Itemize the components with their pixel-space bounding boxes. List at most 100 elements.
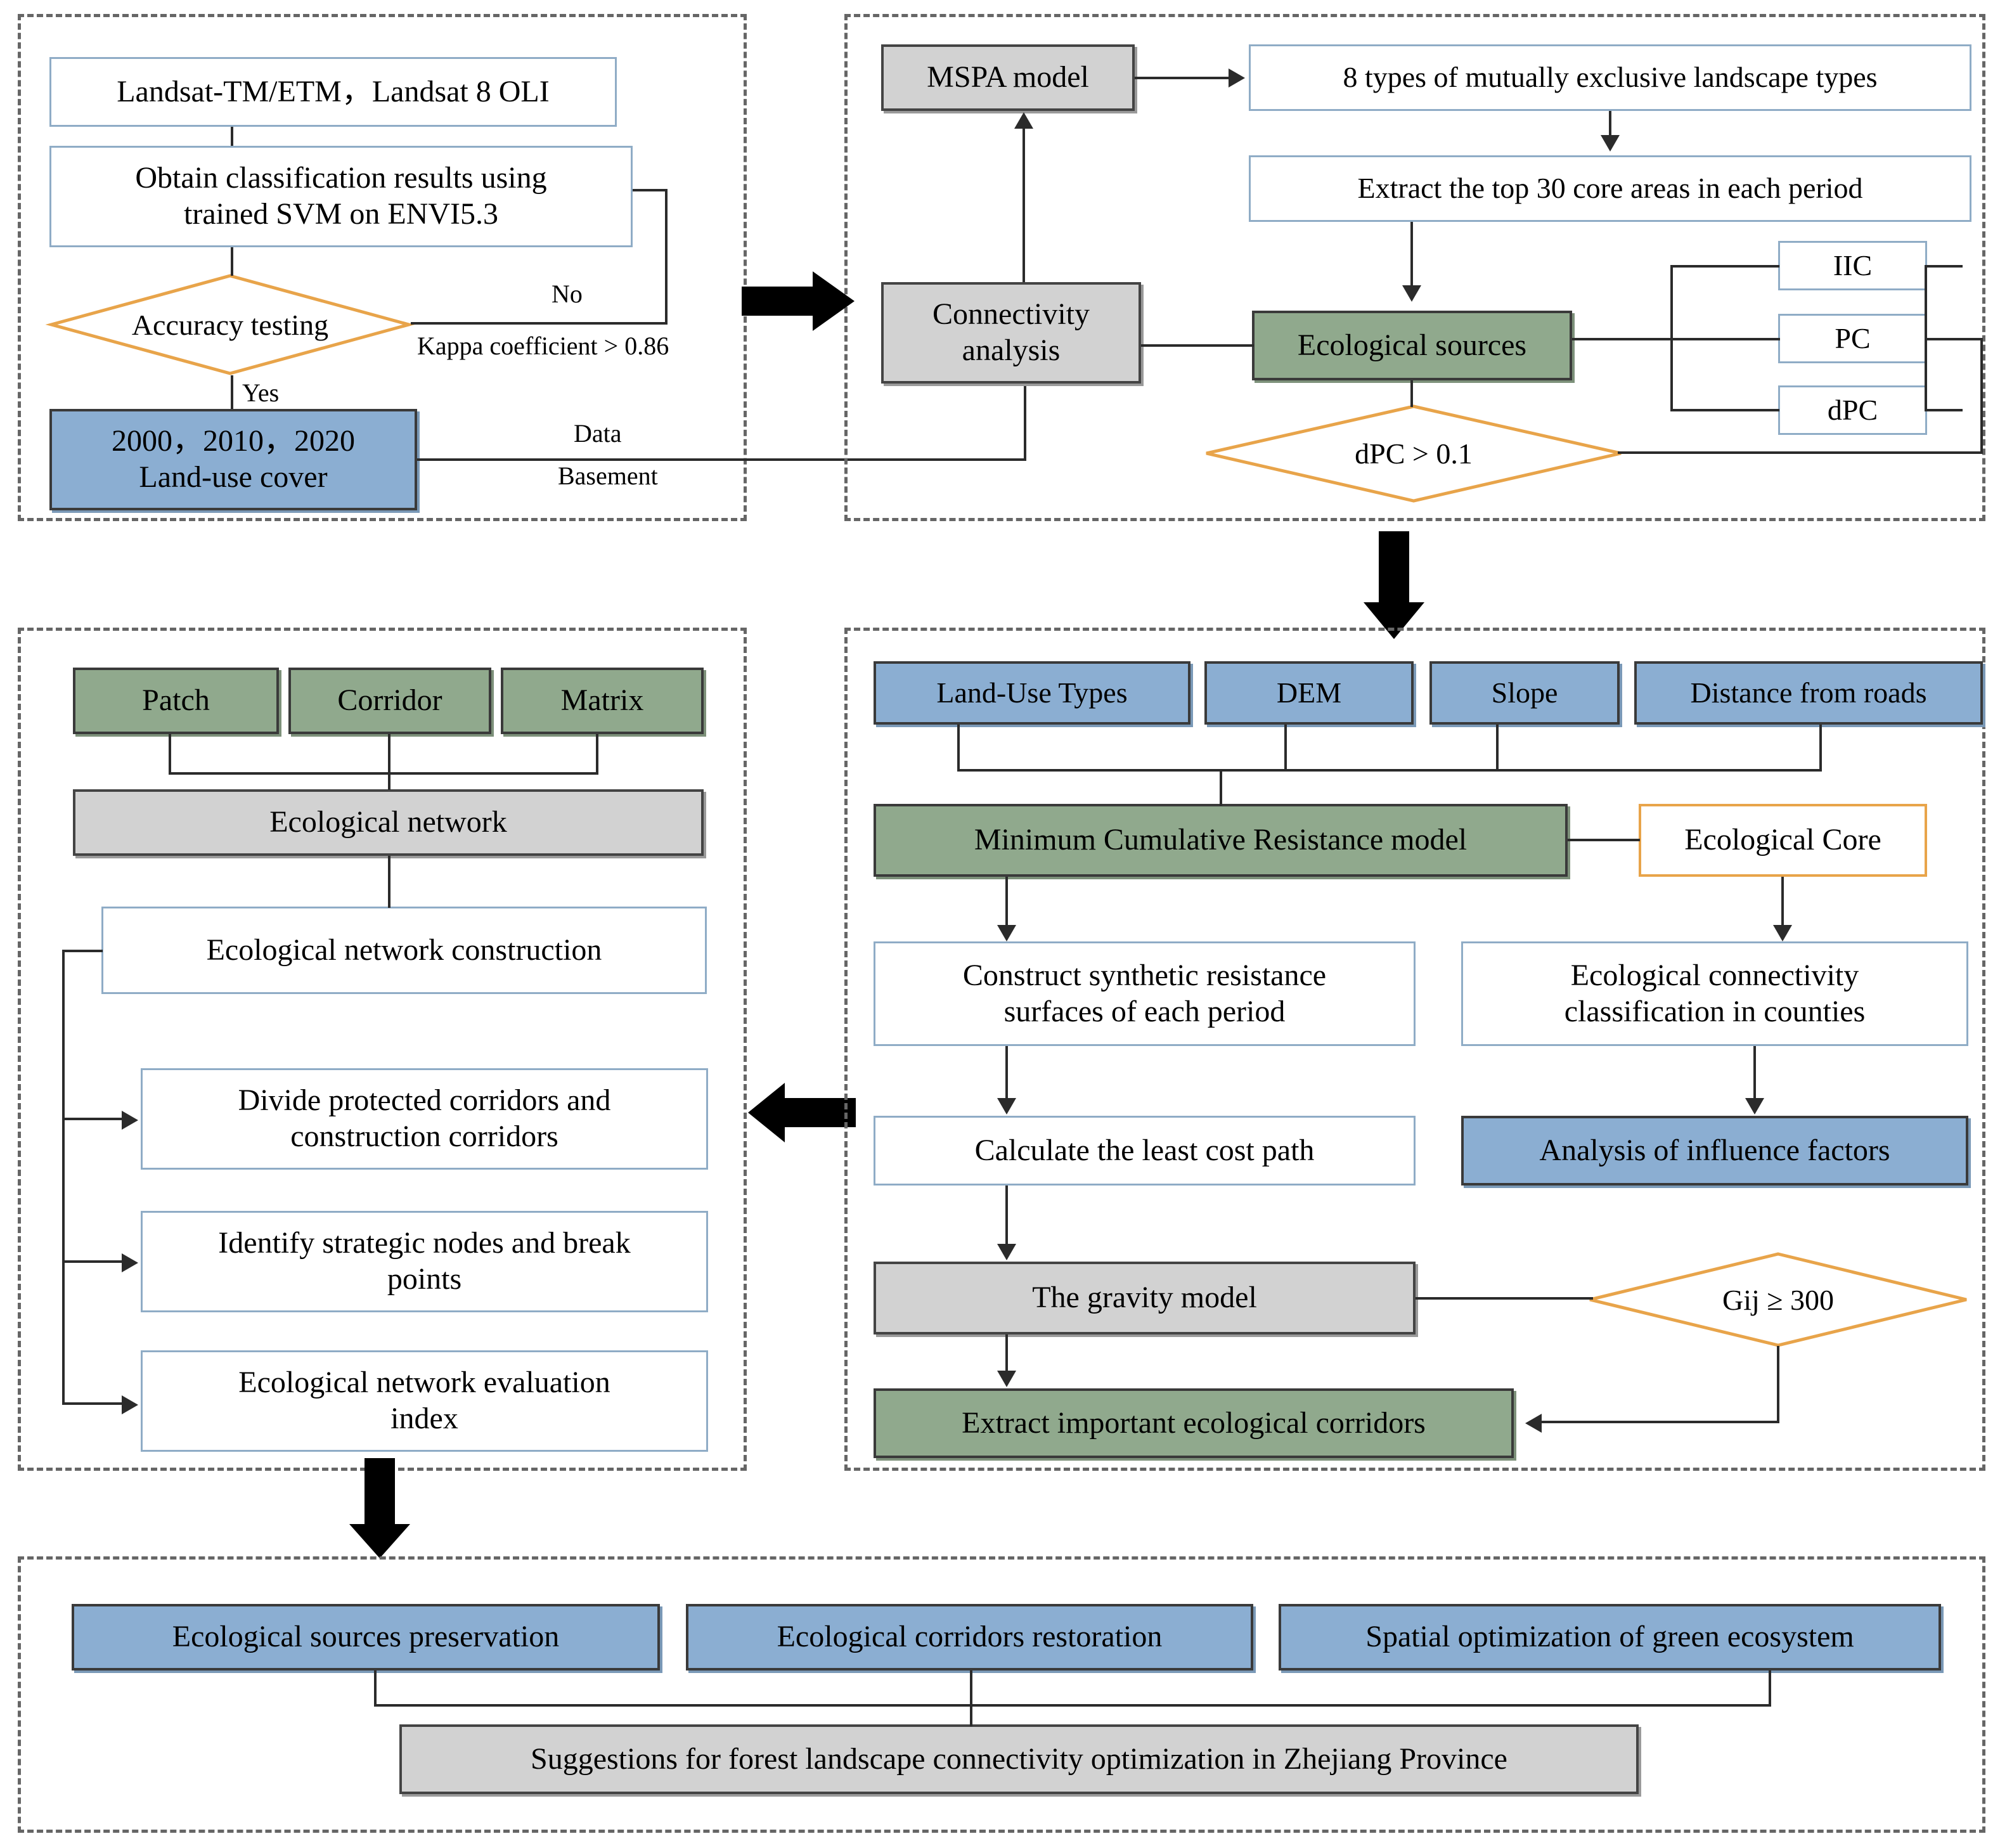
block-arrow-panel4-to-panel3 <box>747 1078 856 1147</box>
connector-connclass-to-influence <box>1753 1046 1756 1098</box>
connector-ecosources-to-indices <box>1572 338 1780 340</box>
connector-connectivity-to-ecosources <box>1141 344 1254 347</box>
connector-landuse-to-connectivity-up <box>1024 374 1026 461</box>
connector-ecocore-to-connclass <box>1781 877 1784 925</box>
node-connectivity-classification[interactable]: Ecological connectivity classification i… <box>1461 941 1968 1046</box>
connector-suggestion-bus <box>374 1704 1771 1707</box>
connector-svm-to-accuracy <box>231 247 233 276</box>
connector-bus-to-strategic <box>62 1260 122 1263</box>
connector-no-branch-horizontal <box>411 322 668 325</box>
connector-construction-to-bus <box>62 950 103 952</box>
connector-matrix-down <box>596 734 598 773</box>
panel-ecological-network <box>18 628 747 1471</box>
node-ecological-sources[interactable]: Ecological sources <box>1252 311 1572 380</box>
node-extract-corridors[interactable]: Extract important ecological corridors <box>874 1388 1514 1458</box>
node-matrix[interactable]: Matrix <box>501 668 704 734</box>
node-mcr-model[interactable]: Minimum Cumulative Resistance model <box>874 804 1568 877</box>
node-top30-core-areas[interactable]: Extract the top 30 core areas in each pe… <box>1249 155 1971 222</box>
arrowhead-ecocore-to-connclass <box>1773 925 1792 941</box>
connector-bus-to-evalindex <box>62 1402 122 1405</box>
node-least-cost-path[interactable]: Calculate the least cost path <box>874 1116 1416 1186</box>
node-gravity-model[interactable]: The gravity model <box>874 1262 1416 1334</box>
node-evaluation-index[interactable]: Ecological network evaluation index <box>141 1350 708 1452</box>
node-ecological-core[interactable]: Ecological Core <box>1639 804 1927 877</box>
connector-eighttypes-to-top30 <box>1609 111 1611 135</box>
connector-bus-to-iic <box>1670 265 1779 268</box>
connector-leastcost-to-gravity <box>1005 1186 1008 1244</box>
connector-dem-down <box>1284 725 1287 770</box>
node-dpc-gate[interactable]: dPC > 0.1 <box>1204 404 1623 503</box>
connector-gij-down <box>1777 1346 1779 1423</box>
node-dpc[interactable]: dPC <box>1778 385 1927 435</box>
connector-landuse-down <box>957 725 960 770</box>
arrowhead-connectivity-to-mspa <box>1014 112 1033 129</box>
arrowhead-top30-to-ecosources <box>1402 285 1421 302</box>
connector-mcr-to-ecocore <box>1568 839 1640 841</box>
node-spatial-optimization[interactable]: Spatial optimization of green ecosystem <box>1279 1604 1941 1670</box>
arrowhead-gij-to-extract <box>1525 1414 1542 1433</box>
block-arrow-panel2-to-panel4 <box>1360 531 1429 640</box>
connector-landuse-to-connectivity <box>417 458 1026 461</box>
node-sources-preservation[interactable]: Ecological sources preservation <box>72 1604 660 1670</box>
connector-gravity-to-extract <box>1005 1334 1008 1371</box>
node-dem[interactable]: DEM <box>1204 661 1414 725</box>
arrowhead-bus-to-evalindex <box>122 1395 138 1414</box>
connector-right-bus-down <box>1980 338 1983 454</box>
node-landsat[interactable]: Landsat-TM/ETM，Landsat 8 OLI <box>49 57 617 127</box>
node-gij-gate[interactable]: Gij ≥ 300 <box>1588 1252 1968 1347</box>
connector-right-bus-to-dpcgate <box>1618 451 1983 454</box>
panel-suggestions <box>18 1556 1985 1833</box>
connector-no-branch-to-svm <box>633 189 668 191</box>
node-dpc-gate-label: dPC > 0.1 <box>1355 437 1473 470</box>
connector-dpc-to-right-bus <box>1925 409 1963 411</box>
node-corridor[interactable]: Corridor <box>288 668 491 734</box>
connector-patch-down <box>169 734 171 773</box>
arrowhead-leastcost-to-gravity <box>997 1244 1016 1260</box>
connector-top30-to-ecosources <box>1410 222 1413 285</box>
connector-gij-to-extract <box>1542 1421 1778 1423</box>
connector-landsat-to-svm <box>231 127 233 146</box>
connector-bus-to-dpc <box>1670 409 1779 411</box>
connector-factor-bus-to-mcr <box>1220 769 1222 806</box>
node-divide-corridors[interactable]: Divide protected corridors and construct… <box>141 1068 708 1170</box>
node-land-use-types[interactable]: Land-Use Types <box>874 661 1190 725</box>
node-connectivity-analysis[interactable]: Connectivity analysis <box>881 282 1141 384</box>
node-influence-factors[interactable]: Analysis of influence factors <box>1461 1116 1968 1186</box>
node-synthetic-resistance[interactable]: Construct synthetic resistance surfaces … <box>874 941 1416 1046</box>
node-svm[interactable]: Obtain classification results using trai… <box>49 146 633 247</box>
block-arrow-panel1-to-panel2 <box>742 266 856 336</box>
node-mspa-model[interactable]: MSPA model <box>881 44 1135 111</box>
node-strategic-nodes[interactable]: Identify strategic nodes and break point… <box>141 1211 708 1312</box>
block-arrow-panel3-to-panel5 <box>345 1458 415 1560</box>
node-accuracy-testing[interactable]: Accuracy testing <box>45 274 415 375</box>
arrowhead-eighttypes-to-top30 <box>1601 135 1620 152</box>
connector-accuracy-to-landuse <box>231 375 233 409</box>
connector-network-to-construction <box>388 856 390 908</box>
node-distance-roads[interactable]: Distance from roads <box>1634 661 1983 725</box>
arrowhead-bus-to-strategic <box>122 1253 138 1272</box>
node-final-suggestions[interactable]: Suggestions for forest landscape connect… <box>399 1724 1639 1794</box>
edge-label-data: Data <box>574 419 622 448</box>
connector-gravity-to-gij <box>1416 1297 1593 1300</box>
node-slope[interactable]: Slope <box>1429 661 1620 725</box>
connector-indices-bus-left <box>1670 265 1673 411</box>
connector-left-bus <box>62 950 65 1404</box>
node-land-use-cover[interactable]: 2000，2010，2020 Land-use cover <box>49 409 417 510</box>
arrowhead-gravity-to-extract <box>997 1371 1016 1387</box>
connector-ecosources-to-dpcgate <box>1410 380 1413 407</box>
node-eight-landscape-types[interactable]: 8 types of mutually exclusive landscape … <box>1249 44 1971 111</box>
connector-bus-to-divide <box>62 1118 122 1120</box>
arrowhead-bus-to-divide <box>122 1111 138 1130</box>
node-network-construction[interactable]: Ecological network construction <box>101 907 707 994</box>
node-ecological-network[interactable]: Ecological network <box>73 789 704 856</box>
connector-iic-to-right-bus <box>1925 265 1963 268</box>
connector-no-branch-vertical <box>665 189 668 325</box>
node-pc[interactable]: PC <box>1778 314 1927 363</box>
connector-connectivity-to-mspa <box>1023 129 1025 282</box>
node-gij-gate-label: Gij ≥ 300 <box>1722 1283 1835 1316</box>
node-iic[interactable]: IIC <box>1778 241 1927 290</box>
node-patch[interactable]: Patch <box>73 668 279 734</box>
node-corridors-restoration[interactable]: Ecological corridors restoration <box>686 1604 1253 1670</box>
arrowhead-synthetic-to-leastcost <box>997 1098 1016 1115</box>
connector-patch-matrix-bus <box>169 772 598 775</box>
